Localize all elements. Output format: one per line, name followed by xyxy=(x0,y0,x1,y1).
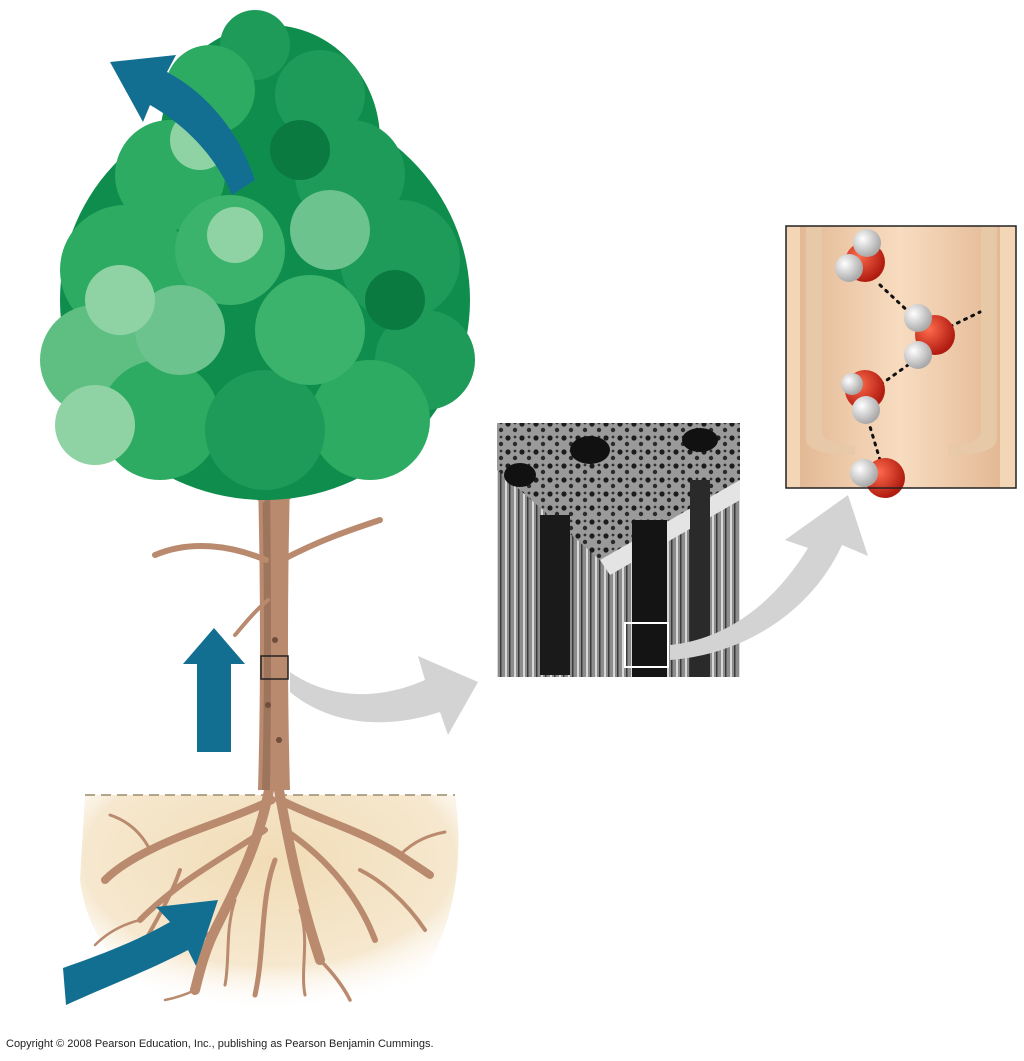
water-molecule xyxy=(841,370,885,424)
xylem-micrograph xyxy=(497,423,740,677)
tree-trunk xyxy=(258,480,290,790)
water-molecule xyxy=(850,458,905,498)
uptake-arrow-icon xyxy=(63,900,218,1005)
ascent-arrow-icon xyxy=(183,628,245,752)
transpiration-arrow-icon xyxy=(110,55,255,195)
zoom-arrow-icon xyxy=(290,656,478,735)
water-molecule xyxy=(904,304,955,369)
water-molecules-inset xyxy=(785,225,1017,498)
copyright-notice: Copyright © 2008 Pearson Education, Inc.… xyxy=(6,1038,434,1050)
zoom-arrow-icon xyxy=(670,495,868,660)
tree-foliage xyxy=(40,10,475,500)
trunk-sample-box xyxy=(260,655,289,680)
water-molecule xyxy=(835,229,885,282)
